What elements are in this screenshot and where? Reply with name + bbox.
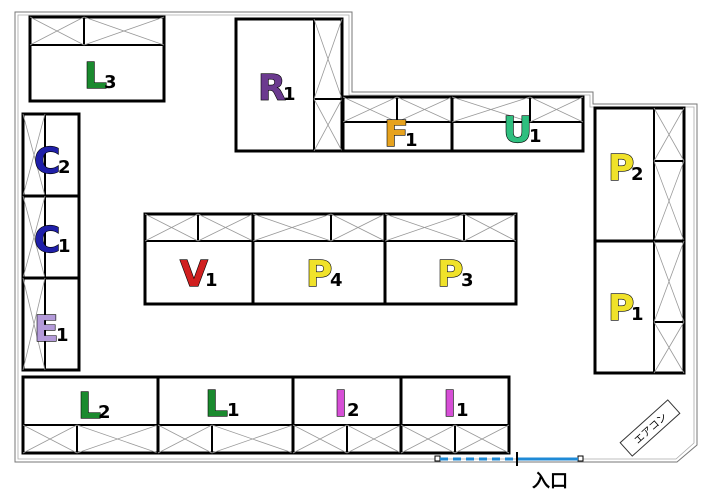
block-P4-number: 4 bbox=[330, 270, 343, 291]
block-P4: P 4 bbox=[251, 212, 387, 306]
block-E1: E 1 bbox=[21, 276, 81, 372]
block-L1-number: 1 bbox=[227, 400, 240, 421]
block-E1-number: 1 bbox=[56, 325, 69, 346]
block-C1-number: 1 bbox=[58, 236, 71, 257]
block-P3-letter: P bbox=[437, 254, 463, 295]
block-C2-letter: C bbox=[34, 141, 60, 182]
block-V1-number: 1 bbox=[205, 270, 218, 291]
block-U1-letter: U bbox=[503, 110, 532, 151]
block-I1-letter: I bbox=[443, 384, 456, 425]
block-L3-letter: L bbox=[84, 56, 107, 97]
block-V1-letter: V bbox=[180, 254, 208, 295]
block-L2-letter: L bbox=[78, 386, 101, 427]
block-L2-number: 2 bbox=[98, 402, 111, 423]
block-L3-number: 3 bbox=[104, 72, 117, 93]
block-L2: L 2 bbox=[21, 375, 160, 455]
block-P2-letter: P bbox=[608, 148, 634, 189]
block-P3-number: 3 bbox=[461, 270, 474, 291]
block-L1: L 1 bbox=[156, 375, 295, 455]
block-I1-number: 1 bbox=[456, 400, 469, 421]
block-U1-number: 1 bbox=[529, 126, 542, 147]
block-P1-number: 1 bbox=[631, 304, 644, 325]
entrance-door[interactable] bbox=[434, 452, 584, 466]
block-P1: P 1 bbox=[593, 239, 686, 375]
aircon-unit: エアコン bbox=[619, 399, 681, 457]
block-C1: C 1 bbox=[21, 194, 81, 280]
block-U1: U 1 bbox=[450, 95, 585, 153]
block-V1: V 1 bbox=[143, 212, 255, 306]
block-C2: C 2 bbox=[21, 112, 81, 198]
block-L3: L 3 bbox=[28, 15, 166, 103]
entrance-label: 入口 bbox=[532, 471, 568, 492]
block-I2-number: 2 bbox=[347, 400, 360, 421]
block-P2: P 2 bbox=[593, 106, 686, 243]
block-P3: P 3 bbox=[383, 212, 518, 306]
block-I2: I 2 bbox=[291, 375, 403, 455]
block-P2-number: 2 bbox=[631, 164, 644, 185]
room-outline bbox=[14, 11, 698, 463]
block-I2-letter: I bbox=[334, 384, 347, 425]
block-L1-letter: L bbox=[205, 384, 228, 425]
block-F1: F 1 bbox=[341, 95, 454, 156]
block-C2-number: 2 bbox=[58, 157, 71, 178]
block-F1-letter: F bbox=[384, 114, 409, 155]
block-C1-letter: C bbox=[34, 220, 60, 261]
block-R1-letter: R bbox=[258, 68, 286, 109]
block-R1: R 1 bbox=[234, 17, 344, 153]
block-P1-letter: P bbox=[608, 288, 634, 329]
block-P4-letter: P bbox=[306, 254, 332, 295]
block-I1: I 1 bbox=[399, 375, 511, 455]
block-R1-number: 1 bbox=[283, 84, 296, 105]
block-E1-letter: E bbox=[34, 309, 59, 350]
block-F1-number: 1 bbox=[405, 130, 418, 151]
